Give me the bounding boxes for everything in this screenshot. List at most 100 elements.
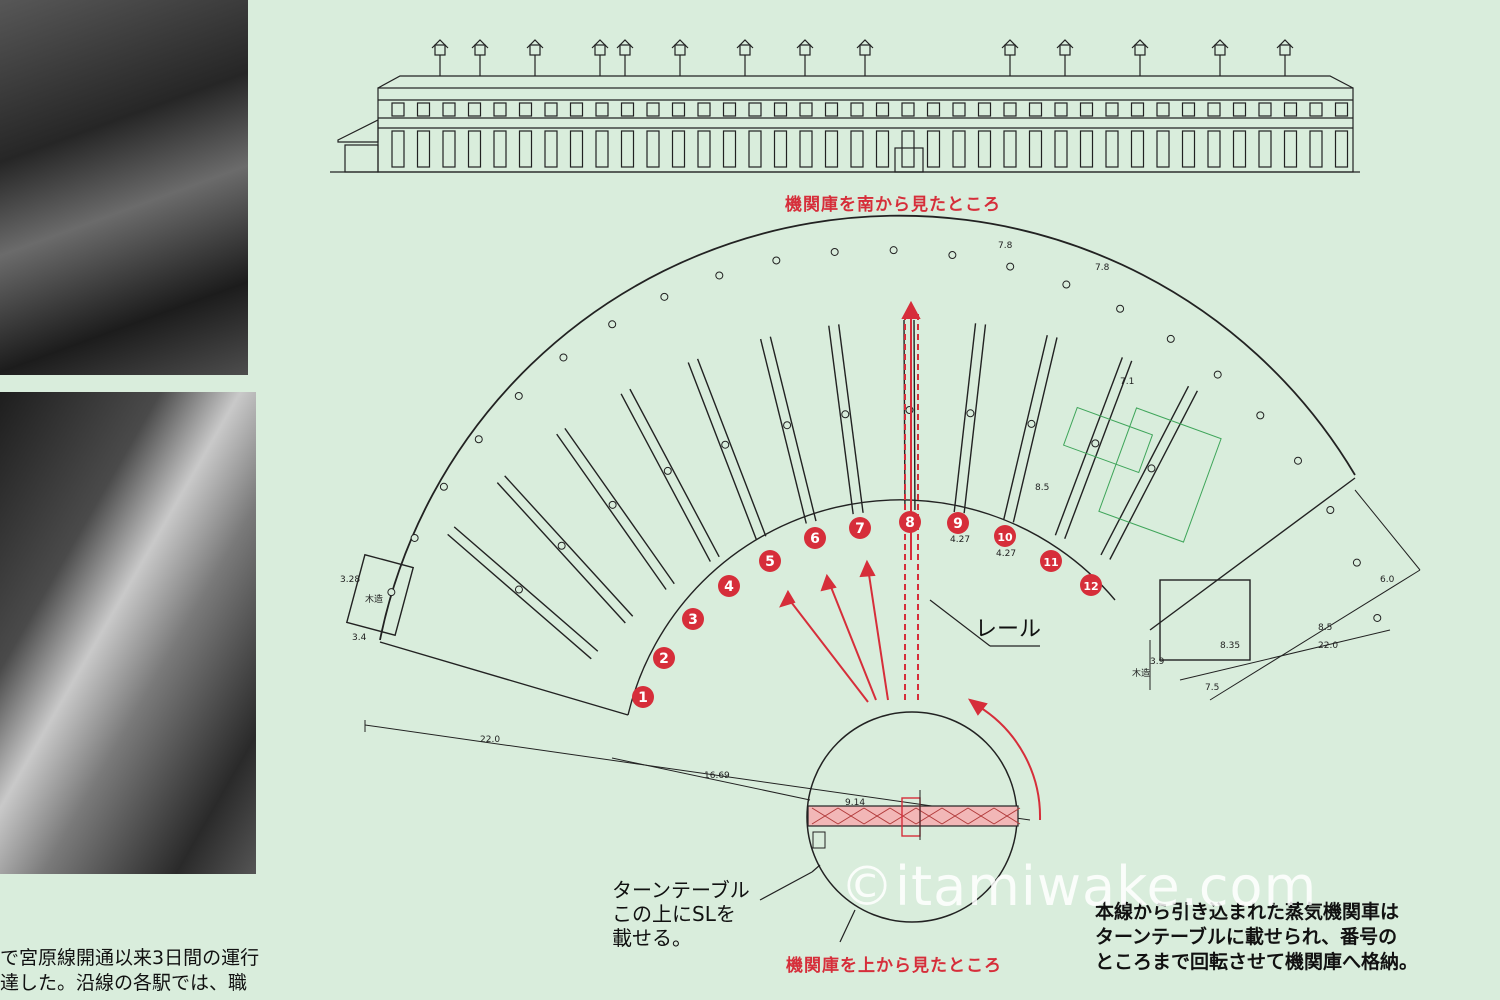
elevation-window [1181, 130, 1196, 168]
elevation-window [467, 130, 482, 168]
wall-pillar [948, 251, 957, 260]
elevation-window [722, 102, 737, 117]
stall-number-badge [1080, 574, 1102, 596]
stall-track [1109, 390, 1198, 560]
elevation-window [1283, 102, 1298, 117]
elevation-window [1283, 130, 1298, 168]
stall-number-badge [1040, 550, 1062, 572]
turntable-line-3: 載せる。 [612, 926, 692, 950]
roof-vent [859, 44, 871, 56]
column-dot [557, 541, 566, 550]
roof-vent-cap [1131, 39, 1149, 49]
elevation-window [1079, 130, 1094, 168]
column-dot [966, 409, 975, 418]
stall-number-badge [718, 575, 740, 597]
turntable [806, 711, 1021, 923]
column-dot [514, 585, 523, 594]
dim-9-14: 9.14 [845, 798, 865, 808]
elevation-window [391, 130, 405, 168]
truss-line [837, 807, 865, 825]
stall-number-10: 10 [994, 525, 1016, 547]
stall-number-badge [947, 512, 969, 534]
green-marks [1062, 406, 1222, 543]
roof-vent-cap [856, 39, 874, 49]
elevation-window [416, 130, 431, 168]
stall-number-7: 7 [849, 517, 871, 539]
roof-vent-cap [591, 39, 609, 49]
elevation-window [544, 130, 558, 168]
elevation-window [748, 102, 762, 117]
stall-track [963, 324, 987, 514]
stall-track [913, 319, 916, 510]
roof-vent-cap [796, 39, 814, 49]
stall-track [1064, 360, 1133, 539]
stall-number-badge [682, 608, 704, 630]
elevation-window [1105, 102, 1119, 117]
wall-pillar [410, 533, 419, 542]
dim-3-9: 3.9 [1150, 657, 1165, 667]
locomotive-front-photo [0, 392, 256, 874]
elevation-window [518, 102, 533, 117]
wall-pillar [1062, 280, 1071, 289]
column-dot [608, 500, 617, 509]
stall-track [447, 533, 592, 660]
dim-6-0: 6.0 [1380, 575, 1395, 585]
dim-8-5-a: 8.5 [1318, 623, 1332, 633]
roof-vent-cap [736, 39, 754, 49]
dim-7-1: 7.1 [1120, 377, 1134, 387]
stall-number-5: 5 [759, 550, 781, 572]
description-line-1: 本線から引き込まれた蒸気機関車は [1095, 901, 1400, 923]
stall-track [1002, 335, 1048, 521]
dimension-lines [364, 489, 1421, 821]
stall-number-8: 8 [899, 511, 921, 533]
elevation-window [722, 130, 737, 168]
dim-7-5: 7.5 [1205, 683, 1219, 693]
roof-vent [1214, 44, 1226, 56]
roof-vent-cap [1276, 39, 1294, 49]
roof-vent [529, 44, 541, 56]
elevation-window [824, 130, 839, 168]
wall-pillar [1352, 558, 1361, 567]
stall-track [496, 482, 626, 624]
wall-pillar [660, 292, 669, 301]
wall-pillar [439, 482, 448, 491]
stall-number-label: 6 [810, 531, 820, 547]
elevation-window [901, 102, 915, 117]
elevation-window [1156, 130, 1170, 168]
roof-vent [674, 44, 686, 56]
stall-number-label: 3 [688, 612, 698, 628]
wall-pillar [608, 320, 617, 329]
elevation-window [620, 130, 635, 168]
elevation-window [391, 102, 405, 117]
elevation-window [773, 102, 788, 117]
elevation-window [671, 102, 686, 117]
elevation-window [646, 130, 660, 168]
dim-3-28: 3.28 [340, 575, 360, 585]
elevation-window [1334, 102, 1349, 117]
dim-22-0-b: 22.0 [1318, 641, 1338, 651]
stall-number-label: 7 [855, 521, 865, 537]
elevation-window [1105, 130, 1119, 168]
elevation-window [1334, 130, 1349, 168]
elevation-window [824, 102, 839, 117]
wall-pillar [772, 256, 781, 265]
column-dot [841, 410, 850, 419]
truss-line [863, 807, 891, 825]
elevation-window [799, 130, 813, 168]
stall-number-badge [899, 511, 921, 533]
stall-number-badge [804, 527, 826, 549]
stall-track [687, 362, 758, 541]
stall-track [828, 325, 854, 515]
elevation-window [416, 102, 431, 117]
elevation-window [1003, 102, 1017, 117]
column-dot [1027, 419, 1036, 428]
elevation-window [1309, 102, 1323, 117]
turntable-line-1: ターンテーブル [612, 878, 750, 902]
roof-vent-cap [1056, 39, 1074, 49]
stall-number-3: 3 [682, 608, 704, 630]
elevation-window [646, 102, 660, 117]
elevation-window [1130, 130, 1145, 168]
elevation-window [748, 130, 762, 168]
elevation-window [697, 102, 711, 117]
